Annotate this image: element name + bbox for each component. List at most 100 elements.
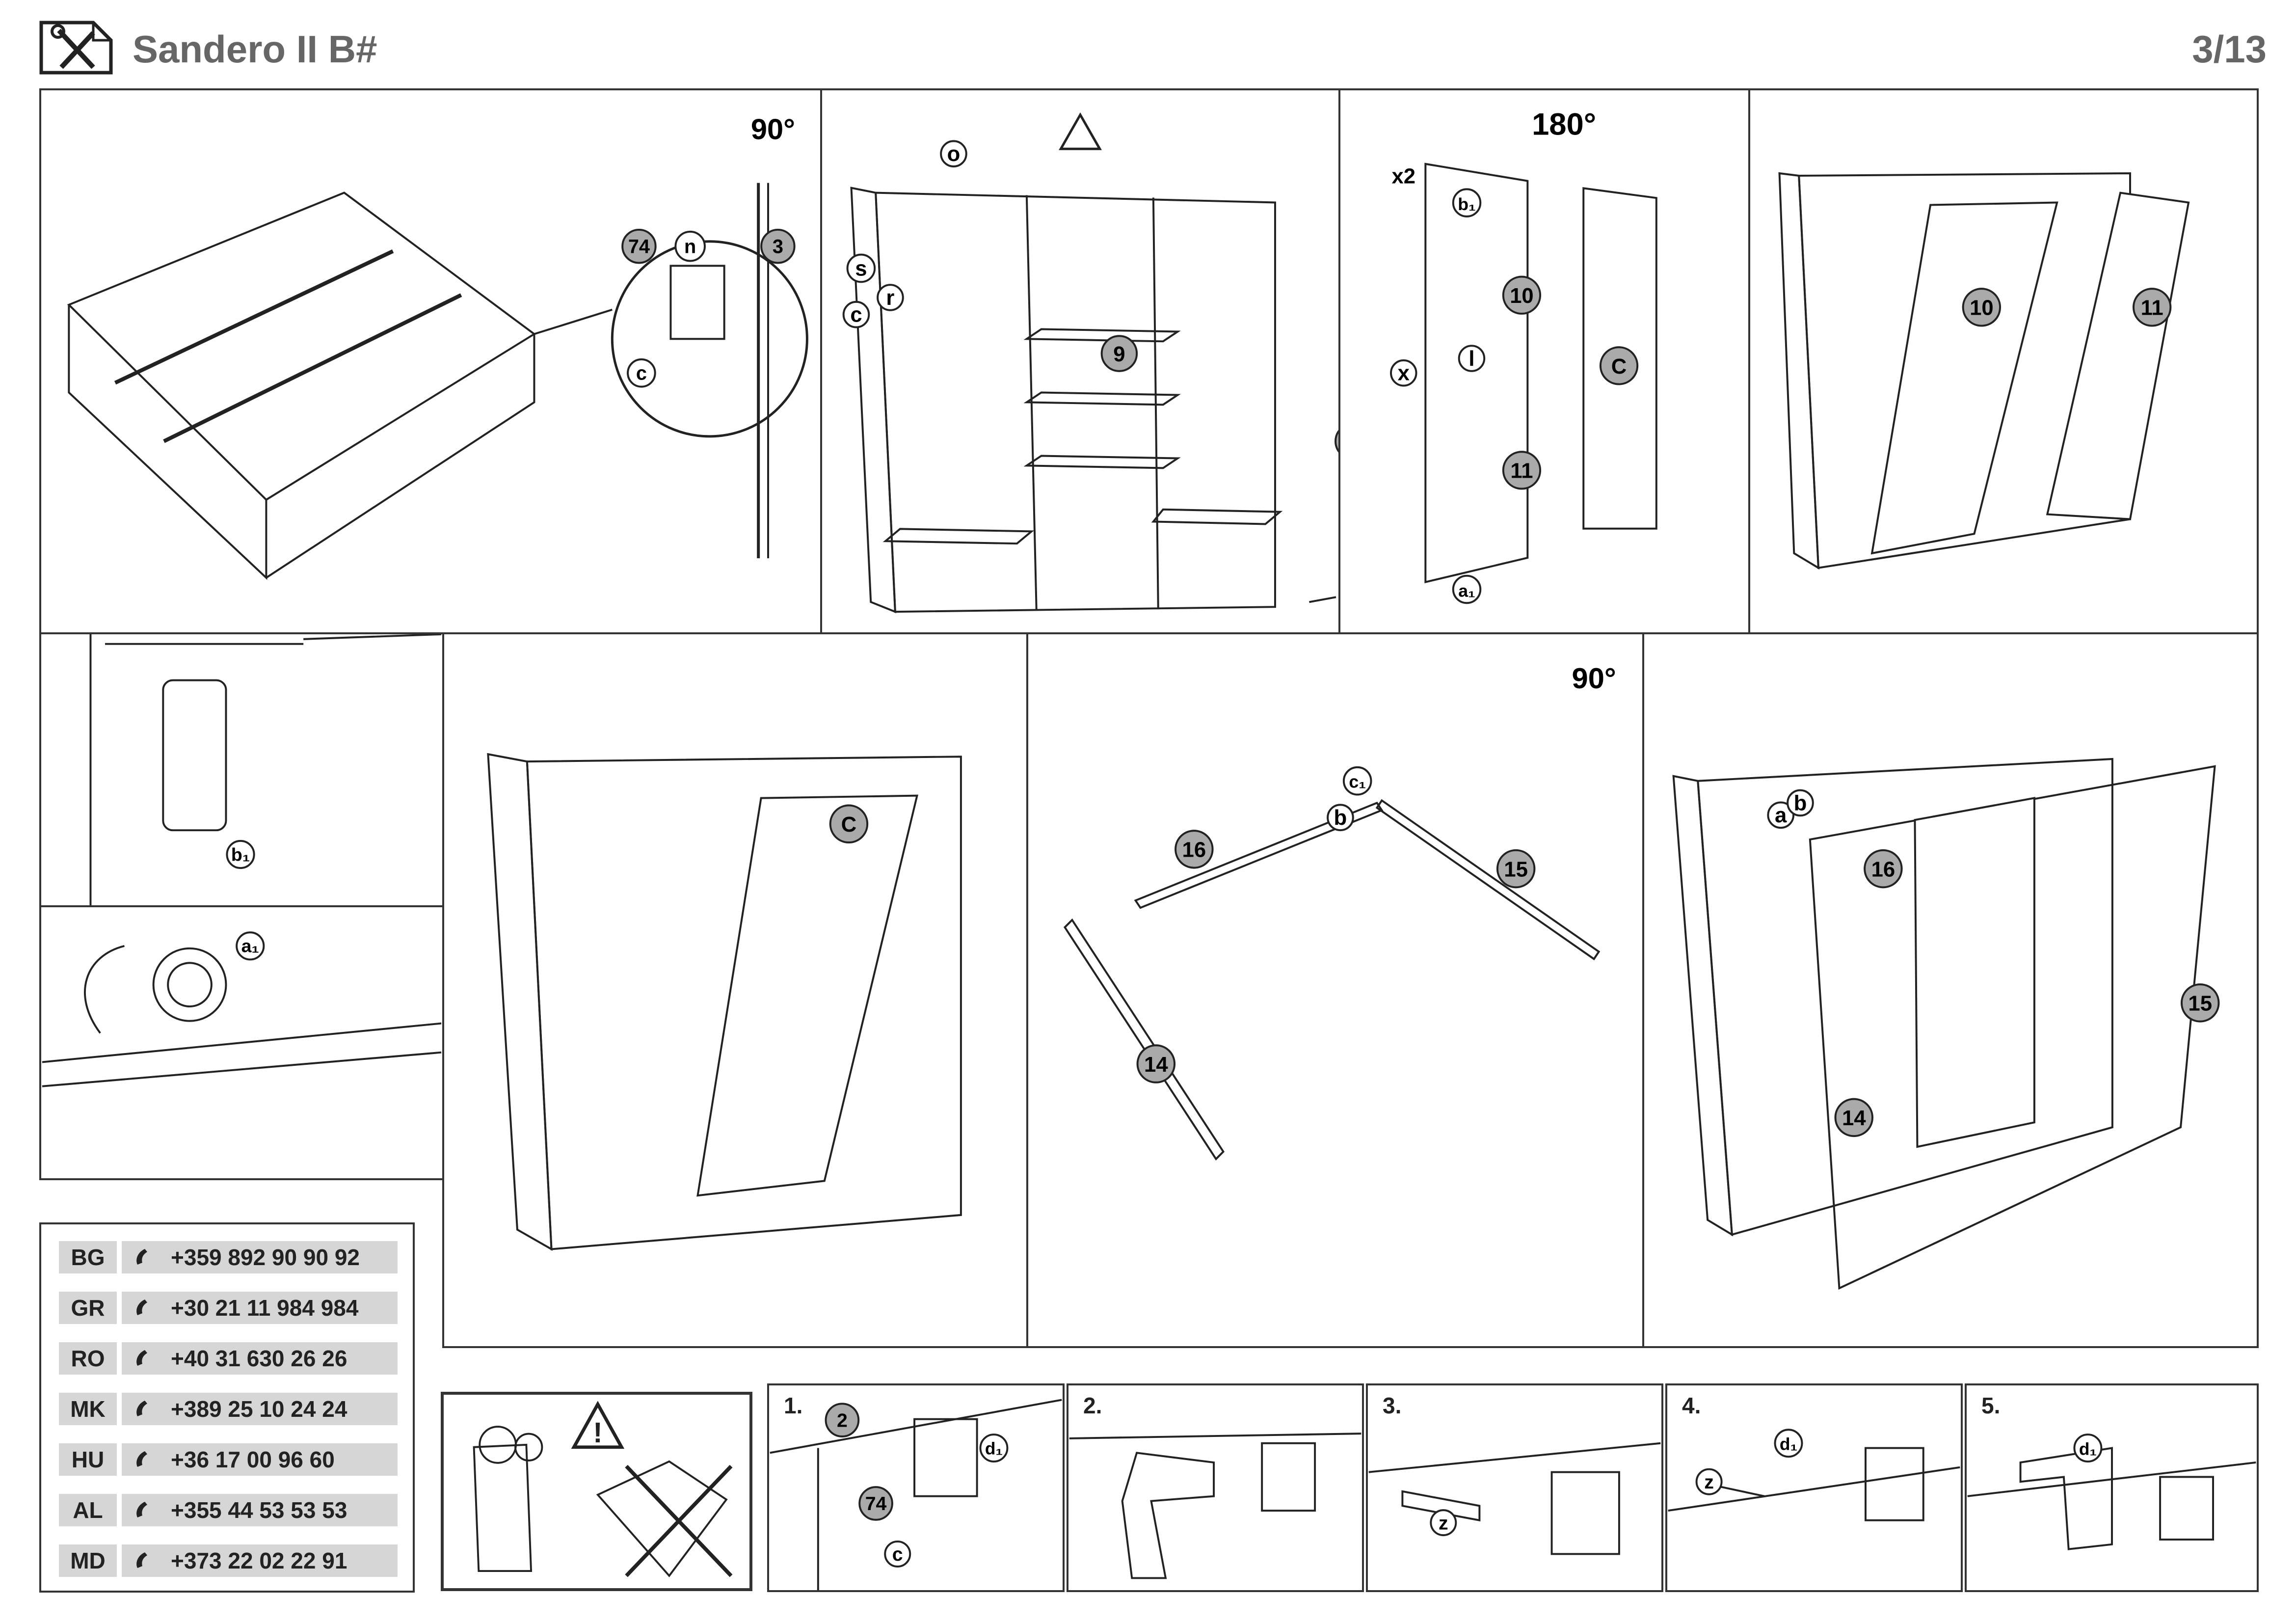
part-label-3: 3 (773, 236, 783, 258)
panel-mirror-door: C (442, 632, 1028, 1348)
country-code: RO (59, 1342, 117, 1375)
panel-step-3: 3. z (1366, 1383, 1663, 1592)
panel-step-1: 1. 2 74 d₁ c (767, 1383, 1065, 1592)
phone-icon (136, 1350, 147, 1366)
panel-frame-assembly: 16 15 14 a b (1642, 632, 2259, 1348)
drill-illustration (1069, 1433, 1362, 1579)
page-title: Sandero II B# (133, 27, 377, 71)
phone-icon (136, 1552, 147, 1568)
label-n: n (684, 236, 696, 258)
panel-wardrobe-shelves: 9 s r c o (820, 88, 1340, 634)
label-z: z (1439, 1512, 1448, 1534)
part-label-c: C (841, 812, 857, 837)
country-code: MD (59, 1544, 117, 1577)
part-label-15: 15 (2188, 992, 2212, 1016)
panel-step-5: 5. d₁ (1965, 1383, 2259, 1592)
top-roller-illustration: b₁ (89, 634, 442, 905)
part-label-c: C (1611, 355, 1627, 379)
label-c: c (850, 303, 862, 327)
phone-icon (136, 1249, 147, 1265)
bottom-roller-illustration: a₁ (42, 931, 442, 1087)
label-b1: b₁ (231, 844, 250, 865)
panel-roller-bottom: a₁ (39, 905, 444, 1180)
hinge-screw-illustration: z d₁ (1668, 1429, 1960, 1521)
part-label-15: 15 (1504, 857, 1528, 881)
phone-number[interactable]: +40 31 630 26 26 (122, 1342, 398, 1375)
page-number: 3/13 (2192, 27, 2267, 71)
phone-number[interactable]: +359 892 90 90 92 (122, 1241, 398, 1273)
step-number: 4. (1682, 1393, 1701, 1418)
phone-icon (136, 1502, 147, 1517)
country-code: BG (59, 1241, 117, 1273)
label-c: c (892, 1543, 903, 1565)
contact-row: MD +373 22 02 22 91 (59, 1544, 398, 1577)
phone-number[interactable]: +30 21 11 984 984 (122, 1292, 398, 1324)
part-label-74: 74 (628, 236, 650, 258)
country-code: MK (59, 1393, 117, 1425)
panel-step-2: 2. (1067, 1383, 1364, 1592)
part-label-2: 2 (837, 1409, 848, 1431)
label-o: o (947, 142, 961, 166)
phone-number[interactable]: +355 44 53 53 53 (122, 1494, 398, 1526)
rotation-label: 90° (1572, 662, 1616, 695)
phone-icon (136, 1299, 147, 1315)
country-code: HU (59, 1443, 117, 1476)
panel-step-4: 4. z d₁ (1665, 1383, 1963, 1592)
contact-row: RO +40 31 630 26 26 (59, 1342, 398, 1375)
label-b: b (1794, 791, 1807, 815)
part-label-10: 10 (1970, 296, 1994, 320)
part-label-16: 16 (1871, 857, 1896, 881)
tools-icon (39, 21, 113, 75)
phone-icon (136, 1451, 147, 1467)
panel-doors-install: 10 11 (1748, 88, 2259, 634)
panel-door-parts: 180° x2 10 11 C b₁ a₁ x l (1338, 88, 1750, 634)
contact-row: HU +36 17 00 96 60 (59, 1443, 398, 1476)
contact-list: BG +359 892 90 90 92 GR +30 21 11 984 98… (39, 1222, 415, 1593)
phone-number[interactable]: +36 17 00 96 60 (122, 1443, 398, 1476)
label-d1: d₁ (1780, 1435, 1797, 1454)
label-c: c (636, 363, 647, 384)
wardrobe-shelves-illustration: 9 s r c o (842, 112, 1338, 614)
step-number: 3. (1383, 1393, 1402, 1418)
quantity-label: x2 (1392, 164, 1415, 188)
part-label-10: 10 (1510, 284, 1533, 308)
country-code: GR (59, 1292, 117, 1324)
contact-row: BG +359 892 90 90 92 (59, 1241, 398, 1273)
part-label-11: 11 (1510, 460, 1533, 483)
rotation-label: 90° (751, 112, 795, 145)
step-number: 2. (1083, 1393, 1102, 1418)
doors-install-illustration: 10 11 (1778, 172, 2190, 570)
warning-icon (571, 1401, 625, 1449)
step-number: 5. (1981, 1393, 2001, 1418)
warning-icon (1059, 112, 1102, 150)
drawer-frame-illustration: 74 n 3 c 90° (67, 112, 808, 580)
tip-over-warning-illustration: ! (473, 1401, 733, 1577)
phone-number[interactable]: +373 22 02 22 91 (122, 1544, 398, 1577)
mirror-door-illustration: C (487, 753, 962, 1251)
label-x: x (1398, 362, 1410, 385)
dowel-insert-illustration: z (1368, 1442, 1661, 1555)
step-number: 1. (784, 1393, 803, 1418)
contact-row: MK +389 25 10 24 24 (59, 1393, 398, 1425)
label-c1: c₁ (1349, 772, 1366, 792)
label-a: a (1775, 803, 1787, 827)
panel-tip-warning: ! (441, 1392, 752, 1591)
contact-row: GR +30 21 11 984 984 (59, 1292, 398, 1324)
phone-icon (136, 1401, 147, 1416)
country-code: AL (59, 1494, 117, 1526)
label-z: z (1704, 1471, 1714, 1493)
part-label-14: 14 (1842, 1106, 1866, 1130)
label-a1: a₁ (1458, 581, 1475, 600)
label-a1: a₁ (241, 936, 259, 956)
panel-roller-top: b₁ (39, 632, 444, 907)
hinge-mount-illustration: d₁ (1967, 1434, 2256, 1550)
step-1-illustration: 2 74 d₁ c (770, 1399, 1062, 1590)
part-label-11: 11 (2141, 296, 2163, 320)
label-l: l (1468, 347, 1474, 371)
part-label-16: 16 (1182, 838, 1206, 862)
label-r: r (886, 286, 894, 310)
phone-number[interactable]: +389 25 10 24 24 (122, 1393, 398, 1425)
frame-assembly-illustration: 16 15 14 a b (1672, 758, 2220, 1290)
contact-row: AL +355 44 53 53 53 (59, 1494, 398, 1526)
panel-drawer-frame: 74 n 3 c 90° (39, 88, 822, 634)
